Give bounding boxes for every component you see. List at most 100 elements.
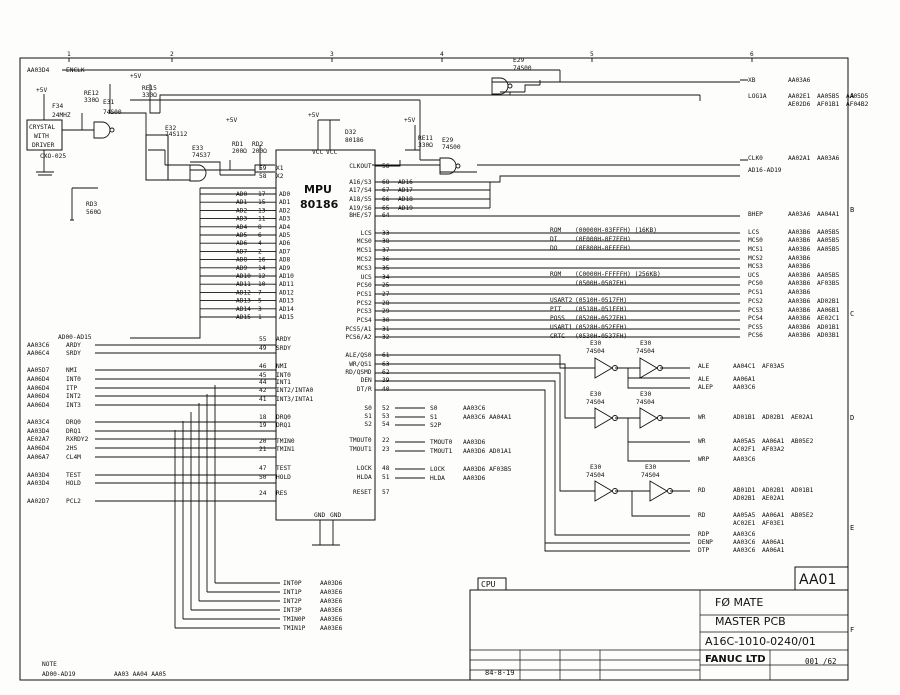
mid-output-ref: AA03D6 AD01A1: [463, 448, 512, 455]
left-input-signal: INT0: [66, 376, 81, 383]
note: NOTE AD00-AD19 AA03 AA04 AA05: [42, 661, 166, 678]
right-output-signal: MCS1: [748, 246, 763, 253]
mpu-pin-internal: AD15: [279, 314, 294, 321]
mpu-ctrl-pin-number: 47: [259, 465, 267, 472]
memmap-range: (0500H-0507FH): [575, 280, 627, 287]
gate-ref-e31: E31: [103, 99, 114, 106]
mpu-right-pin-number: 29: [382, 308, 390, 315]
right-output-ref: AF01B1: [817, 101, 840, 108]
right-output-ref: AA04A1: [817, 211, 840, 218]
right-output-ref: AA05B5: [817, 93, 840, 100]
mpu-pin-number: 10: [258, 281, 266, 288]
mpu-pin-internal: AD2: [279, 207, 290, 214]
tb-drawing-no: A16C-1010-0240/01: [705, 635, 816, 648]
res-val-re12: 330Ω: [84, 97, 99, 104]
right-output-signal: PCS1: [748, 289, 763, 296]
note-refs: AA03 AA04 AA05: [114, 671, 166, 678]
memmap-range: (0530H-0537FH): [575, 333, 627, 340]
right-output-ref: AA03B6: [788, 272, 811, 279]
mpu-pin-internal: AD7: [279, 248, 290, 255]
mpu-pin-internal: AD0: [279, 191, 290, 198]
right-output-ref: AA06A1: [733, 376, 756, 383]
left-input-signal: HOLD: [66, 480, 81, 487]
mpu-right-pin-name: S2: [364, 421, 372, 428]
mpu-pin-internal: AD1: [279, 199, 290, 206]
buf-ref-4: E30: [640, 391, 651, 398]
right-output-ref: AA05B5: [817, 272, 840, 279]
mpu-pin-internal: AD10: [279, 273, 294, 280]
osc-freq: 24MHZ: [52, 112, 71, 119]
mpu-right-pin-name: A18/S5: [349, 196, 372, 203]
buf-part-3: 74S04: [586, 399, 605, 406]
mpu-pin-number: 1: [258, 314, 262, 321]
mpu-right-pin-name: TMOUT1: [349, 446, 372, 453]
mpu-ref: D32: [345, 129, 356, 136]
mpu-ctrl-pin-number: 45: [259, 372, 267, 379]
mpu-ctrl-pin-number: 58: [259, 173, 267, 180]
osc-ref: F34: [52, 103, 63, 110]
right-output-ref: AA03C6: [733, 531, 756, 538]
mpu-right-pin-name: LCS: [361, 230, 372, 237]
bottom-net-wire: [214, 385, 280, 584]
grid-row-label: E: [850, 524, 854, 532]
mpu-pin-number: 6: [258, 232, 262, 239]
res-ref-rd1: RD1: [232, 141, 243, 148]
right-output-ref: AA03A6: [817, 155, 840, 162]
left-input-signal: DRQ0: [66, 419, 81, 426]
res-pwr-1: +5V: [130, 73, 141, 80]
left-input-signal: 2HS: [66, 445, 77, 452]
right-output-ref: AA02A1: [788, 155, 811, 162]
osc-label-2: WITH: [34, 133, 49, 140]
left-input-ref: AA05D7: [27, 367, 50, 374]
right-output-ref: AA06B1: [817, 307, 840, 314]
right-output-signal: LOG1A: [748, 93, 767, 100]
grid-col-label: 2: [170, 51, 174, 58]
mid-output-signal: S2P: [430, 422, 441, 429]
mpu-ctrl-pin-name: TMIN1: [276, 446, 295, 453]
mpu-right-pin-name: LOCK: [357, 465, 372, 472]
buf-part-2: 74S04: [636, 348, 655, 355]
mpu-right-pin-number: 27: [382, 291, 390, 298]
mid-output-ref: AA03C6: [463, 405, 486, 412]
mpu-pwr: +5V: [308, 112, 319, 119]
right-output-ref: AA03B6: [788, 263, 811, 270]
right-output-ref: AD02B1: [817, 298, 840, 305]
mpu-right-pin-number: 32: [382, 334, 390, 341]
mpu-right-pin-number: 33: [382, 230, 390, 237]
tb-date: 84-8-19: [485, 669, 515, 677]
right-output-ref: AA03B6: [788, 324, 811, 331]
gate-symbols: [93, 77, 513, 182]
right-output-signal: WR: [698, 414, 706, 421]
left-input-ref: AA03C6: [27, 342, 50, 349]
mpu-pin-name: AD2: [236, 207, 247, 214]
left-input-signal: INT2: [66, 393, 81, 400]
left-input-signal: RXRDY2: [66, 436, 89, 443]
res-ref-re15: RE15: [142, 85, 157, 92]
res-val-re15: 330Ω: [142, 92, 157, 99]
buf-part-1: 74S04: [586, 348, 605, 355]
mpu-ctrl-pin-name: RES: [276, 490, 287, 497]
tb-sheet: 001: [805, 657, 819, 666]
addr-bus-label: AD00-AD15: [58, 334, 92, 341]
mpu-right-pin-number: 66: [382, 196, 390, 203]
mpu-right-pin-number: 54: [382, 421, 390, 428]
mpu-pin-name: AD1: [236, 199, 247, 206]
buf-ref-6: E30: [645, 464, 656, 471]
memmap-range: (0528H-052FFH): [575, 324, 627, 331]
memmap-range: (C0000H-FFFFFH) (256KB): [575, 271, 661, 278]
mpu-ctrl-pin-name: SRDY: [276, 345, 291, 352]
right-output-ref: AA05A5: [733, 512, 756, 519]
right-output-ref: AA03C6: [733, 456, 756, 463]
addr-hi-bus: [489, 175, 740, 208]
mpu-ctrl-pin-number: 59: [259, 165, 267, 172]
grid-col-label: 5: [590, 51, 594, 58]
clkout-wire: [375, 160, 401, 167]
mpu-addr-hi-label: AD16: [398, 179, 413, 186]
right-output-signal: MCS2: [748, 255, 763, 262]
gate-ref-e33: E33: [192, 145, 203, 152]
left-input-ref: AA06C4: [27, 350, 50, 357]
